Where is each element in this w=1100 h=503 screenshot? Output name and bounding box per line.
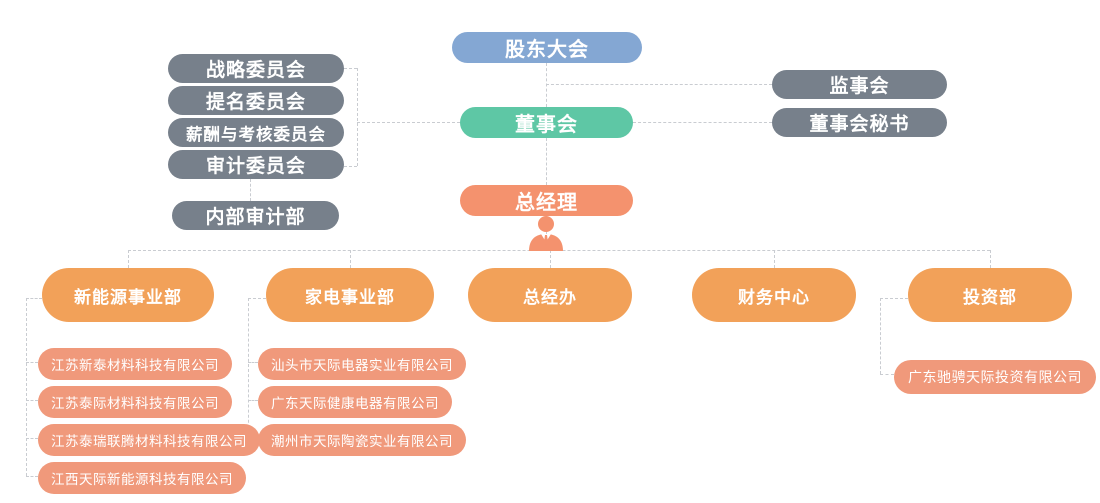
connector-line — [880, 374, 894, 375]
connector-line — [26, 298, 42, 299]
node-dept-finance-center: 财务中心 — [692, 268, 856, 322]
node-dept-gm-office: 总经办 — [468, 268, 632, 322]
node-subsidiary: 汕头市天际电器实业有限公司 — [258, 348, 466, 380]
connector-line — [250, 179, 251, 201]
connector-line — [546, 84, 772, 85]
connector-line — [26, 362, 38, 363]
connector-line — [880, 298, 908, 299]
connector-line — [357, 122, 460, 123]
connector-line — [248, 362, 258, 363]
connector-line — [344, 68, 357, 69]
node-supervisory-board: 监事会 — [772, 70, 947, 99]
connector-line — [774, 250, 775, 268]
node-dept-home-appliance: 家电事业部 — [266, 268, 434, 322]
connector-line — [990, 250, 991, 268]
connector-line — [633, 122, 772, 123]
node-dept-investment: 投资部 — [908, 268, 1072, 322]
connector-line — [248, 298, 249, 438]
node-board-secretary: 董事会秘书 — [772, 108, 947, 137]
connector-line — [880, 298, 881, 374]
connector-line — [128, 250, 129, 268]
connector-line — [344, 166, 357, 167]
connector-line — [546, 216, 547, 250]
node-shareholders-meeting: 股东大会 — [452, 32, 642, 63]
person-icon — [529, 216, 563, 251]
connector-line — [357, 68, 358, 166]
connector-line — [26, 476, 38, 477]
connector-line — [26, 438, 38, 439]
node-dept-new-energy: 新能源事业部 — [42, 268, 214, 322]
connector-line — [546, 138, 547, 185]
connector-line — [546, 63, 547, 107]
node-subsidiary: 广东驰骋天际投资有限公司 — [894, 360, 1096, 394]
connector-line — [248, 298, 266, 299]
node-compensation-committee: 薪酬与考核委员会 — [168, 118, 344, 147]
node-subsidiary: 广东天际健康电器有限公司 — [258, 386, 452, 418]
node-subsidiary: 江苏新泰材料科技有限公司 — [38, 348, 232, 380]
node-internal-audit-dept: 内部审计部 — [172, 201, 339, 230]
node-nomination-committee: 提名委员会 — [168, 86, 344, 115]
node-strategy-committee: 战略委员会 — [168, 54, 344, 83]
node-general-manager: 总经理 — [460, 185, 633, 216]
connector-line — [550, 250, 551, 268]
connector-line — [26, 298, 27, 476]
node-subsidiary: 江苏泰瑞联腾材料科技有限公司 — [38, 424, 260, 456]
node-audit-committee: 审计委员会 — [168, 150, 344, 179]
node-subsidiary: 江西天际新能源科技有限公司 — [38, 462, 246, 494]
node-board-of-directors: 董事会 — [460, 107, 633, 138]
connector-line — [350, 250, 351, 268]
connector-line — [26, 400, 38, 401]
connector-line — [248, 400, 258, 401]
node-subsidiary: 江苏泰际材料科技有限公司 — [38, 386, 232, 418]
node-subsidiary: 潮州市天际陶瓷实业有限公司 — [258, 424, 466, 456]
